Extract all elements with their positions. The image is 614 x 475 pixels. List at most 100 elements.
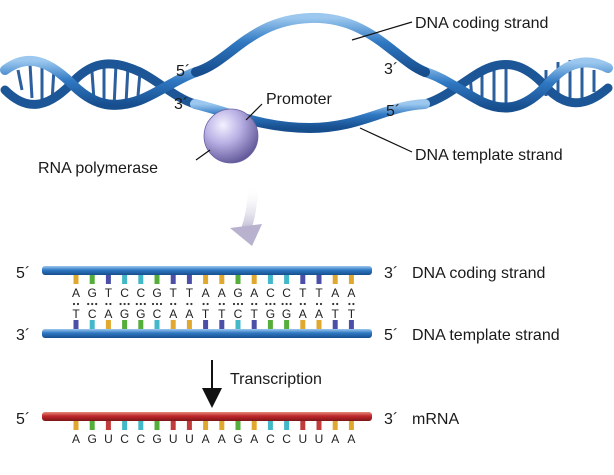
coding-base-peg <box>186 275 192 284</box>
coding-base-letter: C <box>120 286 129 300</box>
coding-base-letter: A <box>331 286 339 300</box>
mrna-base-letter: U <box>315 432 324 446</box>
transcription-label: Transcription <box>230 371 322 388</box>
template-base-letter: C <box>234 307 243 321</box>
top-coding-5-end: 5´ <box>176 63 190 80</box>
mrna-base-letter: U <box>104 432 113 446</box>
top-coding-3-end: 3´ <box>384 61 398 78</box>
base-pair-dots <box>72 302 355 306</box>
mrna-base-letter: U <box>298 432 307 446</box>
dna-helix-illustration: DNA coding strand DNA template strand Pr… <box>0 12 613 177</box>
mrna-base-peg <box>348 421 354 430</box>
hydrogen-bond-dot <box>303 302 306 306</box>
template-base-letter: T <box>251 307 259 321</box>
coding-base-peg <box>203 275 209 284</box>
template-base-letter: A <box>169 307 177 321</box>
mid-coding-3-end: 3´ <box>384 265 398 282</box>
mrna-base-peg <box>73 421 79 430</box>
coding-base-peg <box>284 275 290 284</box>
hydrogen-bond-dot <box>269 302 272 306</box>
mrna-base-letter: A <box>72 432 80 446</box>
mid-template-3-end: 3´ <box>16 327 30 344</box>
hydrogen-bond-dot <box>109 302 112 306</box>
template-base-peg <box>219 320 225 329</box>
template-base-letter: G <box>120 307 129 321</box>
template-base-letter: G <box>136 307 145 321</box>
mrna-base-letter: C <box>120 432 129 446</box>
coding-base-peg <box>332 275 338 284</box>
mrna-base-letter: C <box>266 432 275 446</box>
zoom-arrow <box>230 181 262 246</box>
mrna-base-peg <box>300 421 306 430</box>
mrna-base-peg <box>138 421 144 430</box>
coding-base-peg <box>122 275 128 284</box>
template-base-peg <box>105 320 111 329</box>
coding-base-peg <box>300 275 306 284</box>
template-base-peg <box>138 320 144 329</box>
template-base-letter: T <box>72 307 80 321</box>
mrna-base-peg <box>316 421 322 430</box>
template-base-letter: G <box>266 307 275 321</box>
mrna-base-peg <box>219 421 225 430</box>
hydrogen-bond-dot <box>332 302 335 306</box>
hydrogen-bond-dot <box>190 302 193 306</box>
hydrogen-bond-dot <box>76 302 80 306</box>
coding-base-letter: T <box>105 286 113 300</box>
coding-base-letter: C <box>282 286 291 300</box>
hydrogen-bond-dot <box>135 302 138 306</box>
mrna-base-peg <box>122 421 128 430</box>
template-base-letter: T <box>348 307 356 321</box>
template-strand-leader <box>359 127 413 153</box>
promoter-leader <box>245 103 263 121</box>
coding-base-peg <box>267 275 273 284</box>
top-coding-strand-label: DNA coding strand <box>415 15 548 32</box>
coding-base-letter: C <box>136 286 145 300</box>
mrna-base-peg <box>105 421 111 430</box>
hydrogen-bond-dot <box>139 302 142 306</box>
template-base-letter: A <box>185 307 193 321</box>
coding-base-peg <box>138 275 144 284</box>
mrna-base-peg <box>89 421 95 430</box>
hydrogen-bond-dot <box>222 302 225 306</box>
rna-polymerase-label: RNA polymerase <box>38 160 158 177</box>
hydrogen-bond-dot <box>232 302 236 306</box>
coding-base-letter: T <box>186 286 194 300</box>
template-base-peg <box>89 320 95 329</box>
hydrogen-bond-dot <box>127 302 130 306</box>
hydrogen-bond-dot <box>255 302 258 306</box>
coding-base-peg <box>348 275 354 284</box>
coding-base-letter: A <box>72 286 80 300</box>
mrna-base-letter: A <box>202 432 210 446</box>
mrna-base-letter: A <box>347 432 355 446</box>
template-strand-bar <box>42 329 372 338</box>
hydrogen-bond-dot <box>119 302 122 306</box>
coding-base-peg <box>154 275 160 284</box>
template-base-peg <box>203 320 209 329</box>
template-base-letter: C <box>153 307 162 321</box>
hydrogen-bond-dot <box>285 302 288 306</box>
coding-base-peg <box>89 275 95 284</box>
coding-base-peg <box>219 275 225 284</box>
top-template-5-end: 5´ <box>386 103 400 120</box>
hydrogen-bond-dot <box>143 302 146 306</box>
hydrogen-bond-dot <box>289 302 292 306</box>
template-base-letter: T <box>332 307 340 321</box>
template-base-letter: G <box>282 307 291 321</box>
template-base-peg <box>267 320 273 329</box>
coding-strand-bar <box>42 266 372 275</box>
hydrogen-bond-dot <box>151 302 155 306</box>
hydrogen-bond-dot <box>87 302 90 306</box>
mrna-bases <box>73 421 354 430</box>
mrna-base-peg <box>235 421 241 430</box>
mrna-base-letter: G <box>152 432 161 446</box>
coding-base-letter: G <box>233 286 242 300</box>
hydrogen-bond-dot <box>174 302 177 306</box>
mrna-base-letter: A <box>250 432 258 446</box>
hydrogen-bond-dot <box>72 302 76 306</box>
promoter-label: Promoter <box>266 91 332 108</box>
hydrogen-bond-dot <box>265 302 268 306</box>
